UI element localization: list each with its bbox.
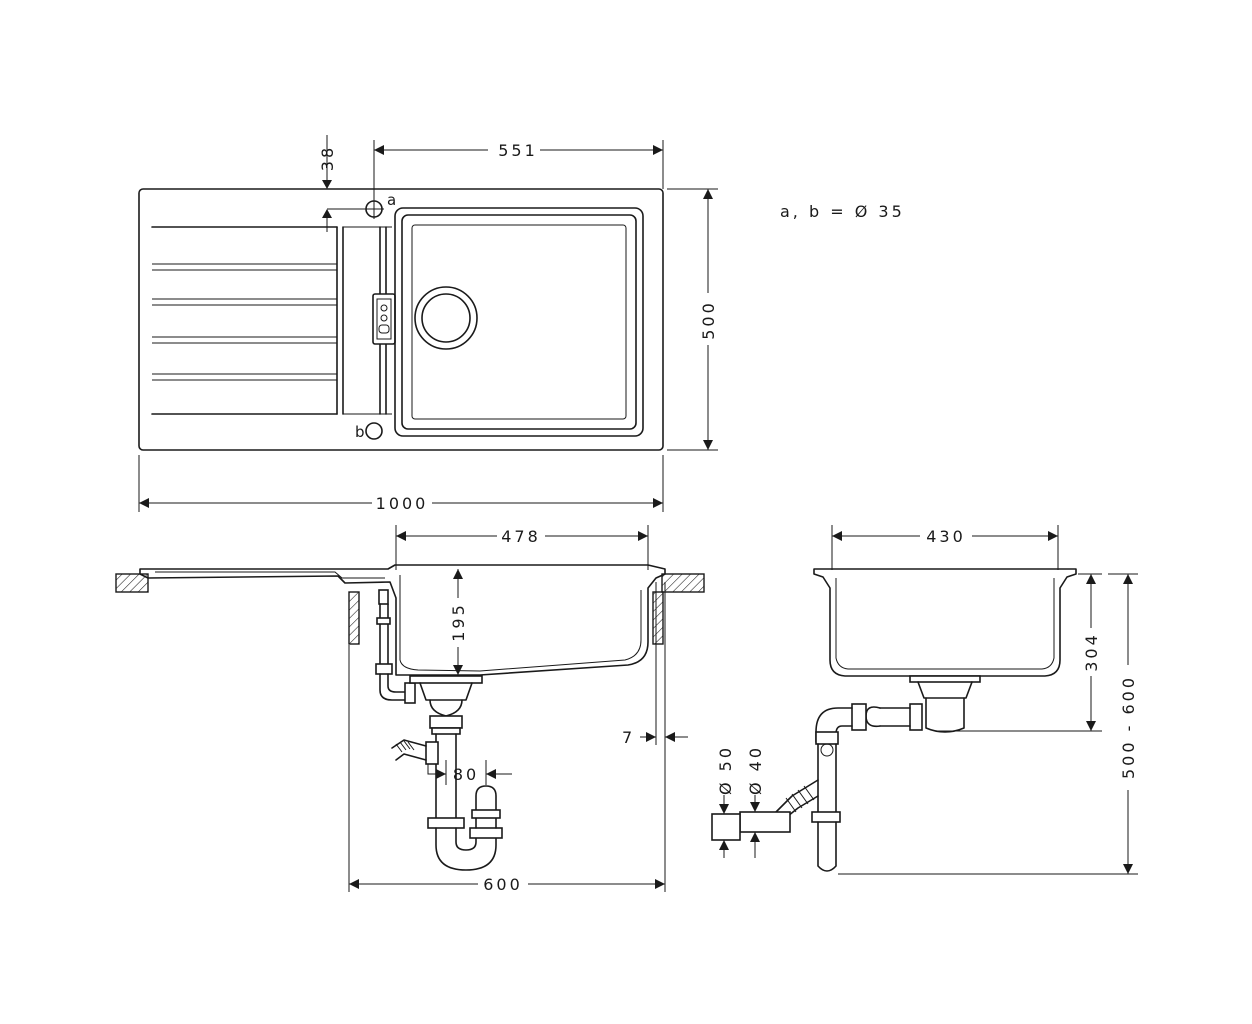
dim-478-text: 478 xyxy=(501,527,541,546)
bowl-floor xyxy=(411,224,627,420)
dim-80-text: 80 xyxy=(453,765,479,784)
label-b: b xyxy=(355,423,365,441)
dim-38-text: 38 xyxy=(318,145,337,171)
dim-430-text: 430 xyxy=(926,527,966,546)
dim-304: 304 xyxy=(936,573,1102,732)
overflow xyxy=(372,226,396,415)
dim-304-text: 304 xyxy=(1082,632,1101,672)
side-section: 430 304 500 - 600 Ø 50 Ø 40 xyxy=(711,525,1138,875)
countertop-right xyxy=(661,573,705,593)
label-a: a xyxy=(387,191,396,209)
dim-500-600-text: 500 - 600 xyxy=(1119,675,1138,779)
dim-1000: 1000 xyxy=(138,455,664,513)
top-view: a b 38 551 500 1000 a, xyxy=(138,135,905,513)
dim-pipe-diameters: Ø 50 Ø 40 xyxy=(716,745,765,858)
tap-hole-b xyxy=(365,422,383,440)
dim-430: 430 xyxy=(831,525,1059,570)
dim-7: 7 xyxy=(622,582,688,892)
dim-500-text: 500 xyxy=(699,300,718,340)
bowl-mid xyxy=(401,214,637,430)
dim-d50-text: Ø 50 xyxy=(716,745,735,795)
dim-600: 600 xyxy=(348,645,665,894)
drain-inner xyxy=(421,293,471,343)
drain-outer xyxy=(414,286,478,350)
dim-195-text: 195 xyxy=(449,602,468,642)
dim-478: 478 xyxy=(395,525,649,570)
dim-551: 551 xyxy=(373,140,664,200)
dim-d40-text: Ø 40 xyxy=(746,745,765,795)
sink-outline xyxy=(138,188,664,451)
hole-diameter-note: a, b = Ø 35 xyxy=(780,202,905,221)
side-waste xyxy=(711,675,981,872)
cabinet-wall-right xyxy=(652,591,664,645)
dim-600-text: 600 xyxy=(483,875,523,894)
dim-1000-text: 1000 xyxy=(376,494,429,513)
dim-500: 500 xyxy=(667,188,718,451)
dim-500-600: 500 - 600 xyxy=(838,573,1138,875)
cabinet-wall-left xyxy=(348,591,360,645)
dim-7-text: 7 xyxy=(622,728,635,747)
dim-80: 80 xyxy=(430,760,512,785)
bowl-side-section xyxy=(813,568,1077,677)
dim-38: 38 xyxy=(318,135,366,232)
dim-195: 195 xyxy=(449,569,468,675)
overflow-tube xyxy=(375,589,416,704)
bowl-outer xyxy=(394,207,644,437)
front-section: 478 195 7 80 600 xyxy=(115,525,705,894)
sink-section xyxy=(139,564,666,676)
waste-trap xyxy=(391,675,503,871)
countertop-left xyxy=(115,573,149,593)
dim-551-text: 551 xyxy=(498,141,538,160)
drainer-ribs xyxy=(151,226,392,415)
